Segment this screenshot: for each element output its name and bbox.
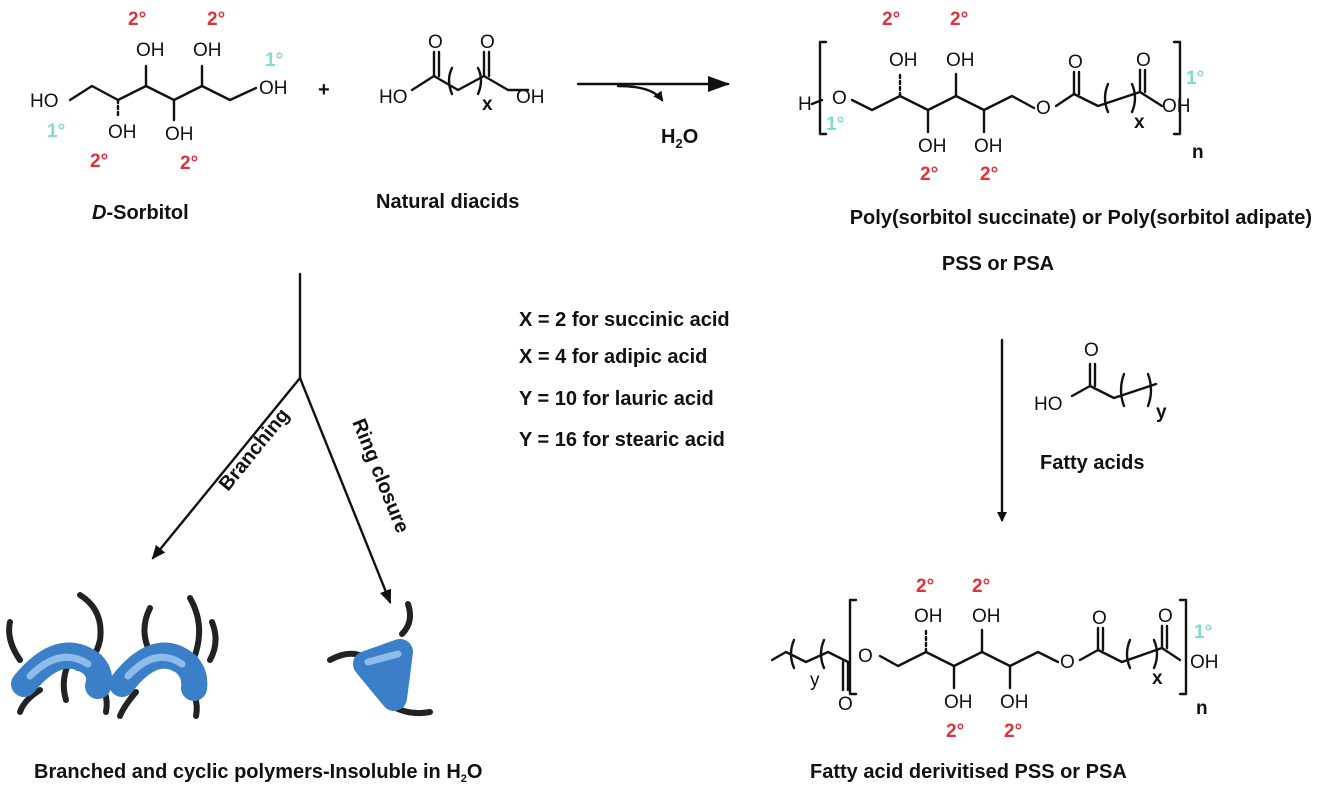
- primary-label: 1°: [1194, 622, 1212, 643]
- diacid-structure: O O HO OH x Natural diacids: [376, 32, 545, 213]
- polymer-structure: H O OH OH OH OH O O O OH x n 2° 2° 2° 2°…: [798, 9, 1312, 275]
- secondary-label: 2°: [1004, 721, 1022, 742]
- primary-label: 1°: [47, 121, 65, 142]
- hydroxyl-label: OH: [889, 50, 918, 71]
- branching-label: Branching: [215, 404, 294, 495]
- derivatised-polymer-structure: y O O OH OH OH OH O O O OH x n 2° 2° 2° …: [770, 576, 1219, 783]
- carbonyl-oxygen: O: [1158, 606, 1173, 627]
- legend-item: Y = 10 for lauric acid: [519, 388, 714, 410]
- polymer-name: Poly(sorbitol succinate) or Poly(sorbito…: [850, 207, 1312, 229]
- hydroxyl-label: OH: [108, 122, 137, 143]
- diacid-name: Natural diacids: [376, 191, 519, 213]
- repeat-subscript: x: [482, 94, 493, 115]
- hydroxyl-label: OH: [516, 87, 545, 108]
- hydroxyl-label: OH: [972, 606, 1001, 627]
- condensation-arrow: H2O: [576, 76, 730, 151]
- carbonyl-oxygen: O: [1092, 608, 1107, 629]
- hydroxyl-label: OH: [944, 692, 973, 713]
- esterification-step: O HO y Fatty acids: [997, 338, 1167, 522]
- side-reaction-arrows: Branching Ring closure: [151, 272, 413, 604]
- polymer-n: n: [1192, 142, 1204, 163]
- secondary-label: 2°: [946, 721, 964, 742]
- secondary-label: 2°: [128, 9, 146, 30]
- water-byproduct: H2O: [661, 126, 698, 151]
- carbonyl-oxygen: O: [480, 32, 495, 53]
- secondary-label: 2°: [207, 9, 225, 30]
- branched-polymer-illustration: [6, 592, 219, 719]
- hydroxyl-label: OH: [914, 606, 943, 627]
- secondary-label: 2°: [980, 164, 998, 185]
- legend-item: X = 2 for succinic acid: [519, 309, 730, 331]
- secondary-label: 2°: [90, 151, 108, 172]
- carbonyl-oxygen: O: [1136, 50, 1151, 71]
- hydroxyl-label: OH: [946, 50, 975, 71]
- hydroxyl-label: OH: [259, 78, 288, 99]
- repeat-subscript: y: [1156, 402, 1167, 423]
- sorbitol-name: D-Sorbitol: [92, 202, 189, 224]
- derivative-name: Fatty acid derivitised PSS or PSA: [810, 761, 1127, 783]
- hydroxyl-end: OH: [1162, 96, 1191, 117]
- carbonyl-oxygen: O: [1084, 340, 1099, 361]
- d-sorbitol-structure: HO OH OH OH OH OH 2° 2° 2° 2° 1° 1° D-So…: [30, 9, 288, 224]
- carbonyl-oxygen: O: [838, 694, 853, 715]
- secondary-label: 2°: [920, 164, 938, 185]
- hydroxyl-label: OH: [1000, 692, 1029, 713]
- subscript-legend: X = 2 for succinic acid X = 4 for adipic…: [519, 309, 730, 451]
- hydroxyl-label: OH: [136, 40, 165, 61]
- hydroxyl-label: HO: [1034, 394, 1063, 415]
- hydrogen-end: H: [798, 94, 812, 115]
- repeat-subscript: x: [1152, 668, 1163, 689]
- hydroxyl-label: HO: [30, 91, 59, 112]
- carbonyl-oxygen: O: [428, 32, 443, 53]
- hydroxyl-label: OH: [165, 124, 194, 145]
- secondary-label: 2°: [180, 153, 198, 174]
- legend-item: X = 4 for adipic acid: [519, 346, 707, 368]
- repeat-subscript: x: [1134, 112, 1145, 133]
- legend-item: Y = 16 for stearic acid: [519, 429, 725, 451]
- primary-label: 1°: [826, 114, 844, 135]
- ester-oxygen: O: [1060, 652, 1075, 673]
- cyclic-polymer-illustration: [327, 601, 433, 717]
- primary-label: 1°: [1186, 68, 1204, 89]
- ether-oxygen: O: [832, 88, 847, 109]
- secondary-label: 2°: [972, 576, 990, 597]
- polymer-abbrev: PSS or PSA: [942, 253, 1054, 275]
- ester-oxygen: O: [1036, 98, 1051, 119]
- plus-sign: +: [318, 79, 330, 101]
- fatty-acid-name: Fatty acids: [1040, 452, 1144, 474]
- hydroxyl-end: OH: [1190, 652, 1219, 673]
- hydroxyl-label: OH: [918, 136, 947, 157]
- hydroxyl-label: OH: [974, 136, 1003, 157]
- branches-caption: Branched and cyclic polymers-Insoluble i…: [34, 761, 482, 785]
- secondary-label: 2°: [882, 9, 900, 30]
- hydroxyl-label: OH: [193, 40, 222, 61]
- carbonyl-oxygen: O: [1068, 52, 1083, 73]
- polymer-n: n: [1196, 698, 1208, 719]
- secondary-label: 2°: [950, 9, 968, 30]
- secondary-label: 2°: [916, 576, 934, 597]
- hydroxyl-label: HO: [379, 87, 408, 108]
- primary-label: 1°: [265, 50, 283, 71]
- ester-oxygen: O: [858, 646, 873, 667]
- repeat-subscript: y: [810, 670, 820, 691]
